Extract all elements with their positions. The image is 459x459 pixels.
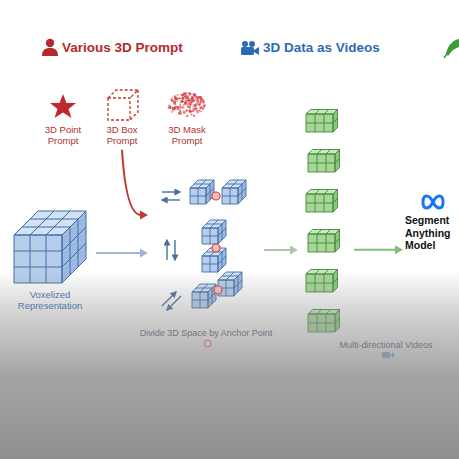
person-icon bbox=[42, 39, 58, 56]
node-label: 3D Box Prompt bbox=[106, 124, 137, 146]
diagram-node: 3D Point Prompt bbox=[36, 86, 90, 147]
node-label-box: Divide 3D Space by Anchor Point bbox=[136, 328, 276, 350]
section-heading: 3D Data as Videos bbox=[263, 40, 380, 55]
video-icon bbox=[382, 351, 394, 359]
node-label: Segment Anything Model bbox=[405, 214, 451, 251]
section-heading: Various 3D Prompt bbox=[62, 40, 183, 55]
fade-band bbox=[0, 270, 459, 459]
node-label-box: Voxelized Representation bbox=[6, 289, 94, 312]
diagram-node: Voxelized Representation bbox=[6, 205, 94, 312]
node-label-box: Segment Anything Model bbox=[405, 214, 457, 252]
node-icon bbox=[6, 205, 94, 289]
flow-arrow bbox=[354, 245, 403, 254]
diagram-node: Segment Anything Model bbox=[405, 190, 457, 252]
node-icon bbox=[94, 84, 150, 124]
video-slices bbox=[300, 100, 352, 345]
node-label-box: Multi-directional Videos bbox=[338, 340, 434, 362]
node-label: Multi-directional Videos bbox=[340, 340, 433, 350]
node-icon bbox=[405, 190, 457, 214]
node-icon bbox=[36, 86, 90, 124]
camera-icon bbox=[241, 41, 259, 55]
node-label-box: 3D Point Prompt bbox=[36, 124, 90, 147]
flow-arrow bbox=[122, 150, 148, 220]
node-icon bbox=[156, 84, 218, 124]
node-label: Divide 3D Space by Anchor Point bbox=[140, 328, 273, 338]
diagram-node: 3D Mask Prompt bbox=[156, 84, 218, 147]
anchor-icon bbox=[203, 339, 212, 348]
node-label-box: 3D Mask Prompt bbox=[156, 124, 218, 147]
node-label: 3D Point Prompt bbox=[45, 124, 81, 146]
flow-arrow bbox=[96, 249, 148, 258]
flow-arrow bbox=[264, 246, 298, 255]
meta-logo bbox=[405, 190, 457, 214]
voxel-cube bbox=[6, 205, 94, 289]
diagram-node: 3D Box Prompt bbox=[94, 84, 150, 147]
dashed-box-icon bbox=[94, 84, 150, 124]
diagram-node: Divide 3D Space by Anchor Point bbox=[150, 160, 262, 360]
mask-cloud-icon bbox=[156, 84, 218, 124]
diagram-node: Multi-directional Videos bbox=[300, 100, 352, 350]
node-label: Voxelized Representation bbox=[18, 289, 82, 311]
leaf-icon bbox=[444, 39, 459, 58]
node-label-box: 3D Box Prompt bbox=[94, 124, 150, 147]
split-cubes bbox=[150, 160, 262, 325]
node-label: 3D Mask Prompt bbox=[168, 124, 205, 146]
star-icon bbox=[36, 86, 90, 124]
